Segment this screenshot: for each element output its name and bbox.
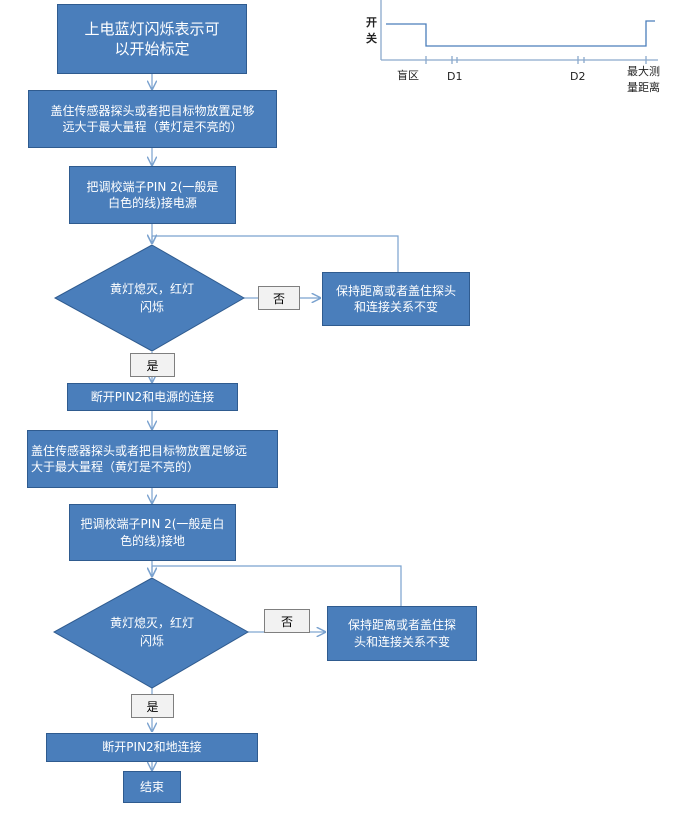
yes-label-1: 是 — [130, 353, 175, 377]
switch-signal-line — [386, 20, 655, 47]
decision1-label: 黄灯熄灭，红灯闪烁 — [109, 282, 194, 314]
chart-label-max-range: 最大测 量距离 — [627, 65, 660, 94]
keep-state-box-1: 保持距离或者盖住探头和连接关系不变 — [322, 272, 470, 326]
decision1-shape — [53, 244, 246, 352]
yes-label-2: 是 — [131, 694, 174, 718]
signal-chart — [380, 0, 658, 64]
loop-keep2 — [152, 565, 402, 606]
chart-label-d2: D2 — [570, 70, 586, 83]
step-disconnect-ground: 断开PIN2和地连接 — [46, 733, 258, 762]
end-box: 结束 — [123, 771, 181, 803]
step-cover-probe-2: 盖住传感器探头或者把目标物放置足够远大于最大量程（黄灯是不亮的） — [27, 430, 278, 488]
start-box: 上电蓝灯闪烁表示可以开始标定 — [57, 4, 247, 74]
step-cover-probe-1: 盖住传感器探头或者把目标物放置足够远大于最大量程（黄灯是不亮的） — [28, 90, 277, 148]
step-pin2-to-ground: 把调校端子PIN 2(一般是白色的线)接地 — [69, 504, 236, 561]
step-disconnect-power: 断开PIN2和电源的连接 — [67, 383, 238, 411]
chart-label-d1: D1 — [447, 70, 463, 83]
no-label-2: 否 — [264, 609, 310, 633]
keep-state-box-2: 保持距离或者盖住探头和连接关系不变 — [327, 606, 477, 661]
no-label-1: 否 — [258, 286, 300, 310]
step-pin2-to-power: 把调校端子PIN 2(一般是白色的线)接电源 — [69, 166, 236, 224]
chart-label-blind-zone: 盲区 — [397, 69, 419, 82]
loop-keep1 — [152, 235, 399, 272]
chart-y-label: 开 关 — [366, 16, 377, 45]
decision2-label: 黄灯熄灭，红灯闪烁 — [109, 616, 194, 648]
decision2-shape — [52, 577, 250, 689]
